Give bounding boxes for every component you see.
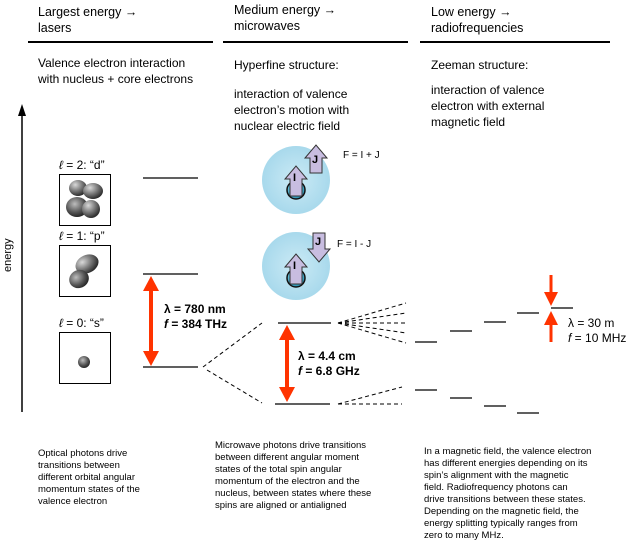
energy-axis-arrow: [18, 104, 26, 412]
microwave-transition-label: λ = 4.4 cm f = 6.8 GHz: [298, 349, 360, 378]
optical-transition-arrow: [143, 276, 159, 366]
s-orbital-shape: [78, 356, 90, 368]
electron-spin-label-1: J: [312, 154, 319, 166]
orbital-label-s: ℓ = 0: “s”: [59, 316, 104, 330]
middle-heading-rule: [223, 41, 408, 43]
middle-subtitle: Hyperfine structure:: [234, 58, 339, 72]
d-orbital-box: [59, 174, 111, 226]
left-subtitle: Valence electron interaction with nucleu…: [38, 56, 194, 86]
d-orbital-shape: [66, 180, 103, 218]
electron-spin-label-2: J: [315, 236, 322, 248]
orbital-label-d: ℓ = 2: “d”: [59, 158, 105, 172]
atom-antialigned: [262, 232, 332, 300]
optical-transition-label: λ = 780 nm f = 384 THz: [164, 302, 228, 331]
right-caption: In a magnetic field, the valence electro…: [424, 446, 592, 541]
rf-transition-label: λ = 30 m f = 10 MHz: [568, 316, 627, 345]
p-orbital-shape: [69, 254, 99, 289]
zeeman-levels: [415, 307, 573, 414]
right-subtitle: Zeeman structure:: [431, 58, 529, 72]
middle-caption: Microwave photons drive transitions betw…: [215, 440, 372, 511]
right-heading: Low energy → radiofrequencies: [431, 5, 524, 35]
middle-heading: Medium energy → microwaves: [234, 3, 337, 33]
atom-aligned: [262, 144, 330, 214]
microwave-transition-arrow: [279, 325, 295, 402]
left-heading-rule: [28, 41, 213, 43]
right-heading-rule: [420, 41, 610, 43]
middle-description: interaction of valence electron’s motion…: [234, 87, 350, 133]
nucleus-spin-label-1: I: [293, 172, 297, 184]
formula-antialigned: F = I - J: [337, 239, 372, 250]
rf-transition-arrows: [544, 275, 558, 342]
formula-aligned: F = I + J: [343, 150, 380, 161]
left-heading: Largest energy → lasers: [38, 5, 138, 35]
left-caption: Optical photons drive transitions betwee…: [38, 448, 140, 507]
orbital-label-p: ℓ = 1: “p”: [59, 229, 105, 243]
right-description: interaction of valence electron with ext…: [431, 83, 545, 129]
nucleus-spin-label-2: I: [293, 260, 297, 272]
